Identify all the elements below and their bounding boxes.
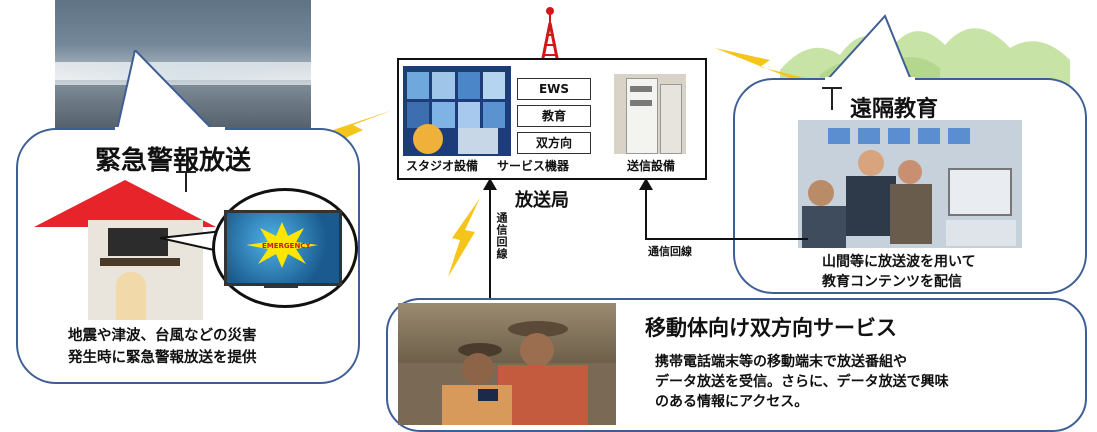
station-title: 放送局 [515,190,569,211]
remote-education-desc-line1: 山間等に放送波を用いて [822,254,976,270]
link-label-horizontal: 通信回線 [648,245,692,258]
emergency-desc-line2: 発生時に緊急警報放送を提供 [68,350,257,366]
explosion-icon [246,222,318,268]
mobile-desc-line3: のある情報にアクセス。 [655,394,809,410]
transmit-label: 送信設備 [627,159,676,173]
classroom-photo [798,120,1022,248]
mobile-service-description: 携帯電話端末等の移動端末で放送番組や データ放送を受信。さらに、データ放送で興味… [655,352,949,412]
lightning-bolt-icon [715,48,835,85]
house-roof [34,180,216,227]
tv-stand [264,283,298,288]
mobile-service-title: 移動体向け双方向サービス [645,316,897,340]
remote-education-title: 遠隔教育 [850,97,939,122]
emergency-title: 緊急警報放送 [95,146,252,176]
service-ews-box: EWS [517,78,591,100]
mobile-desc-line2: データ放送を受信。さらに、データ放送で興味 [655,374,949,390]
antenna-icon [176,171,196,192]
link-label-vertical: 通信回線 [495,212,508,260]
remote-education-description: 山間等に放送波を用いて 教育コンテンツを配信 [822,252,976,292]
studio-photo [403,66,511,156]
service-education-box: 教育 [517,105,591,127]
service-interactive-box: 双方向 [517,132,591,154]
remote-education-desc-line2: 教育コンテンツを配信 [822,274,962,290]
mobile-users-photo [398,303,616,425]
emergency-desc-line1: 地震や津波、台風などの災害 [68,328,257,344]
emergency-badge: EMERGENCY [262,242,311,250]
studio-label: スタジオ設備 [406,159,479,173]
antenna-icon [822,87,842,110]
bubble-tail [115,50,225,132]
girl-tv-photo [88,220,203,320]
transmitter-photo [614,74,686,154]
link-arrow-vertical [483,178,497,302]
lightning-bolt-icon [448,198,480,277]
link-arrow-horizontal [639,178,808,240]
service-label: サービス機器 [497,159,570,173]
bubble-tail [825,14,915,82]
emergency-description: 地震や津波、台風などの災害 発生時に緊急警報放送を提供 [68,325,257,369]
tower-icon [540,7,560,65]
mobile-desc-line1: 携帯電話端末等の移動端末で放送番組や [655,354,907,370]
